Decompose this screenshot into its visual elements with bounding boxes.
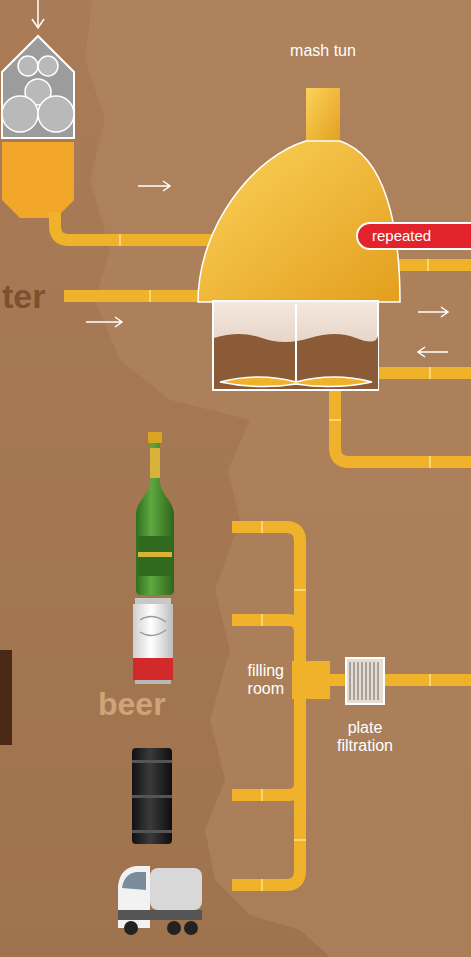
beer-can xyxy=(133,598,173,684)
filter-symbol xyxy=(345,657,385,705)
node-label: repeated xyxy=(372,227,431,244)
tanker-truck xyxy=(118,866,202,935)
repeat-badge: repeated xyxy=(356,222,471,250)
node-label: mash tun xyxy=(290,42,356,60)
pipe-connector xyxy=(330,674,345,686)
product-heading: beer xyxy=(98,688,166,720)
pipe-joint xyxy=(120,234,430,891)
filter-plates xyxy=(345,657,385,705)
map-region xyxy=(85,0,471,957)
plate-filter: plate filtration xyxy=(337,657,393,756)
grain-hopper xyxy=(2,0,74,218)
partial-heading: ter xyxy=(2,279,45,313)
beer-bottle xyxy=(136,432,174,595)
filling-room: filling room xyxy=(248,661,330,699)
dark-tab xyxy=(0,650,12,745)
junction-box xyxy=(292,661,330,699)
beer-keg xyxy=(132,748,172,844)
mash-tun-vessel xyxy=(193,40,453,395)
pipe xyxy=(55,212,471,885)
mash-tun: mash tun xyxy=(193,40,453,395)
node-label: plate filtration xyxy=(337,719,393,756)
node-label: filling room xyxy=(248,662,284,699)
